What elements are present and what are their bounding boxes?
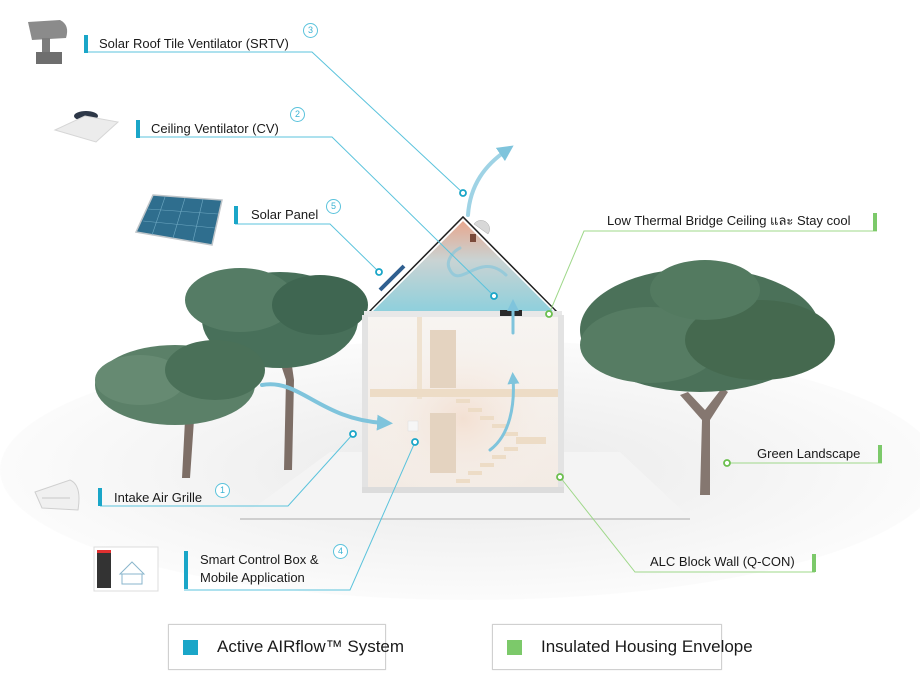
cv-label: Ceiling Ventilator (CV) xyxy=(151,121,279,136)
cv-leader xyxy=(137,136,495,297)
tree-right xyxy=(580,260,835,495)
envelope-leaders xyxy=(548,230,882,573)
solar-product-image xyxy=(134,194,223,246)
number-badge-3: 3 xyxy=(303,23,318,38)
ceiling-label: Low Thermal Bridge Ceiling และ Stay cool xyxy=(607,213,851,228)
roof-solar-panel xyxy=(378,264,406,292)
envelope-markers xyxy=(545,310,731,481)
label-marker-bar xyxy=(184,551,188,589)
legend-swatch-blue xyxy=(183,640,198,655)
smart-app-product-image xyxy=(93,546,159,592)
number-badge-5: 5 xyxy=(326,199,341,214)
airflow-arrows xyxy=(260,145,520,452)
alc-leader xyxy=(559,476,815,573)
attic-airflow-arrow xyxy=(446,246,508,278)
active-airflow-markers xyxy=(349,189,498,446)
tree-left-back xyxy=(185,268,368,470)
solar-panel-label: Solar Panel xyxy=(251,207,319,222)
cv-product-image xyxy=(53,111,120,143)
srtv-leader xyxy=(84,51,464,194)
house xyxy=(362,215,564,493)
rising-airflow-arrow xyxy=(488,372,520,452)
legend-swatch-green xyxy=(507,640,522,655)
ceiling-leader xyxy=(548,230,877,315)
label-marker-bar xyxy=(136,120,140,138)
solar-leader xyxy=(235,223,380,273)
active-airflow-leaders xyxy=(84,51,495,591)
number-badge-1: 1 xyxy=(215,483,230,498)
label-marker-bar xyxy=(878,445,882,463)
number-badge-2: 2 xyxy=(290,107,305,122)
intake-grille-product-image xyxy=(34,479,80,511)
tree-left-front xyxy=(95,340,265,478)
exhaust-airflow-arrow xyxy=(466,145,514,217)
legend-label: Insulated Housing Envelope xyxy=(541,637,753,656)
roof-ventilator xyxy=(473,220,490,235)
intake-label: Intake Air Grille xyxy=(114,490,203,505)
smart-label-line2: Mobile Application xyxy=(200,570,305,585)
label-marker-bar xyxy=(873,213,877,231)
smart-leader xyxy=(184,441,416,591)
label-marker-bar xyxy=(84,35,88,53)
label-marker-bar xyxy=(98,488,102,506)
label-marker-bar xyxy=(812,554,816,572)
alc-label: ALC Block Wall (Q-CON) xyxy=(650,554,795,569)
legend-insulated-envelope: Insulated Housing Envelope xyxy=(492,624,753,670)
legend-label: Active AIRflow™ System xyxy=(217,637,405,656)
srtv-label: Solar Roof Tile Ventilator (SRTV) xyxy=(99,36,289,51)
srtv-product-image xyxy=(28,20,68,64)
number-badge-4: 4 xyxy=(333,544,348,559)
intake-leader xyxy=(100,433,354,507)
smart-label-line1: Smart Control Box & xyxy=(200,552,319,567)
legend-active-airflow: Active AIRflow™ System xyxy=(168,624,404,670)
intake-airflow-arrow xyxy=(260,382,393,431)
label-marker-bar xyxy=(234,206,238,224)
landscape-label: Green Landscape xyxy=(757,446,861,461)
